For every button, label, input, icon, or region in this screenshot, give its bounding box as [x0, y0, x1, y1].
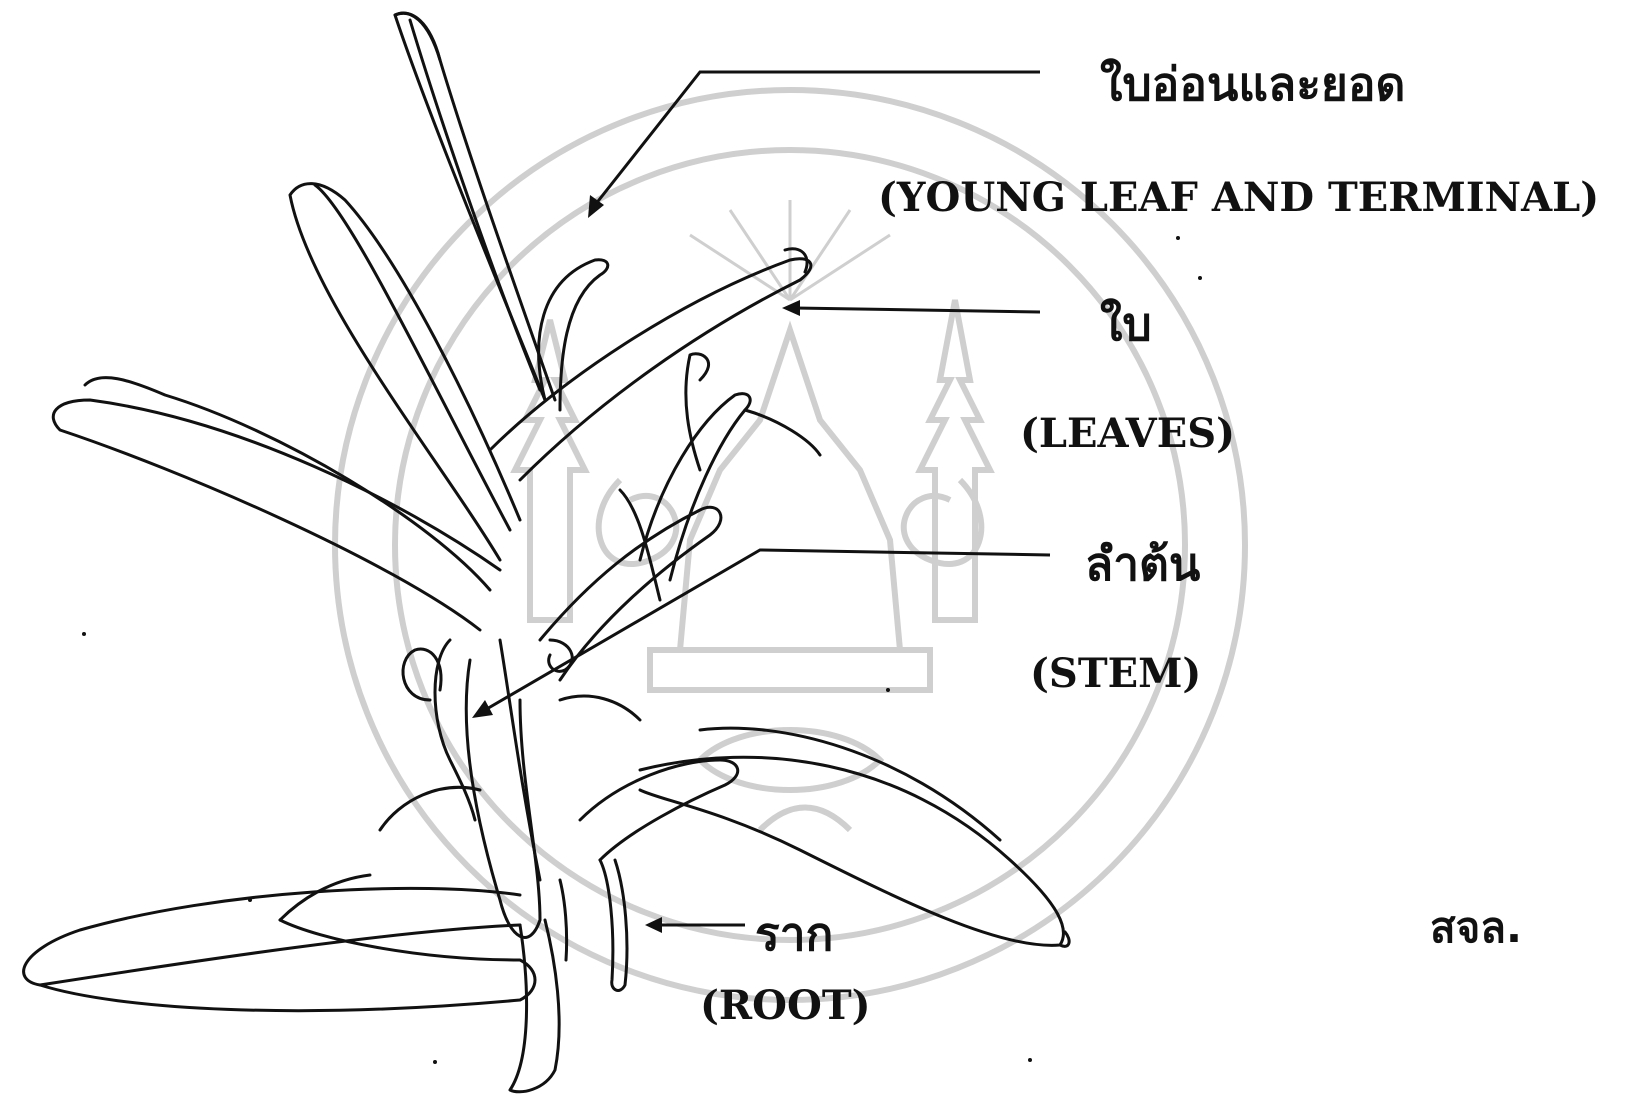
label-young-leaf-english: (YOUNG LEAF AND TERMINAL) [878, 174, 1599, 221]
label-young-leaf-thai: ใบอ่อนและยอด [1100, 48, 1405, 121]
label-leaves-thai: ใบ [1100, 288, 1152, 361]
label-root-thai: ราก [755, 898, 833, 971]
arrowhead-stem [472, 700, 493, 718]
left-tall-leaf [290, 184, 520, 560]
arrowhead-root [645, 917, 662, 933]
label-stem-thai: ลำต้น [1085, 528, 1200, 601]
central-leaf [540, 507, 721, 680]
bottom-leaf [510, 920, 559, 1092]
upright-leaf [395, 13, 555, 400]
mid-small-leaf [640, 394, 750, 580]
label-stem-english: (STEM) [1030, 650, 1201, 697]
label-root-english: (ROOT) [700, 982, 871, 1029]
arrowhead-leaves [782, 300, 800, 316]
root [600, 860, 627, 990]
lower-right-leaf [640, 757, 1063, 945]
far-left-leaf [53, 400, 500, 630]
lower-left-leaf [24, 888, 520, 985]
pointer-leaves [795, 308, 1040, 312]
stem [466, 660, 540, 937]
credit-text: สจล. [1430, 895, 1522, 961]
label-leaves-english: (LEAVES) [1020, 410, 1235, 457]
right-mid-leaf [580, 760, 738, 860]
pointer-stem [485, 550, 1050, 710]
